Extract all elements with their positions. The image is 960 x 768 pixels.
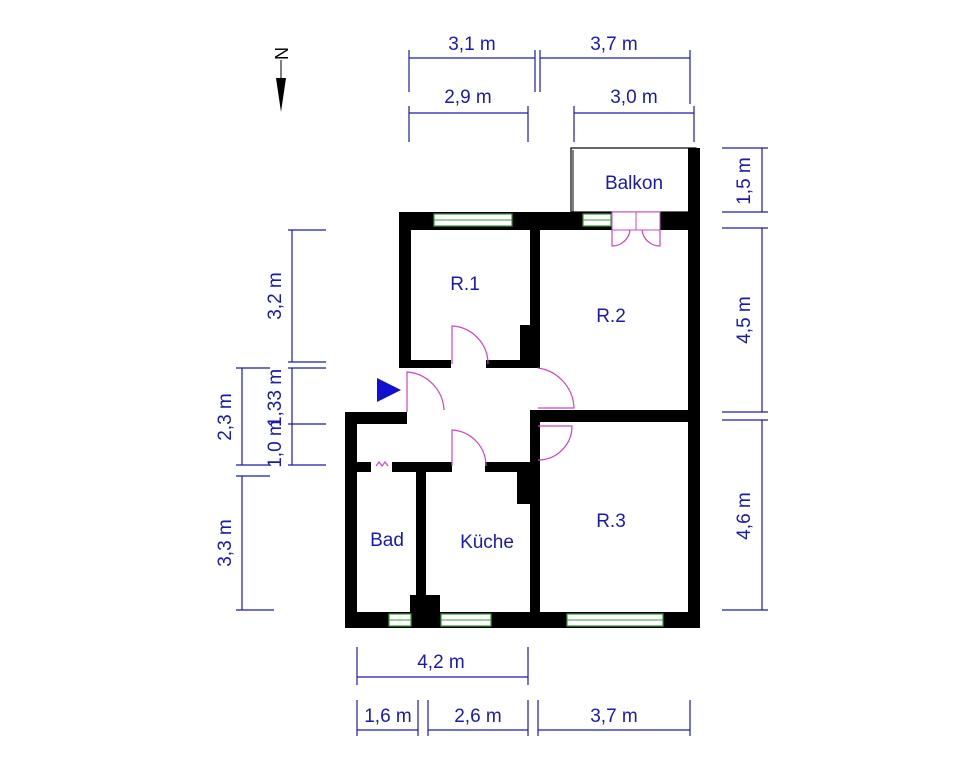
room-label-bad: Bad [370,530,404,551]
dim-bottom-1-6: 1,6 m [364,706,412,727]
dim-left-3-2: 3,2 m [265,272,286,320]
dim-top-3-0: 3,0 m [610,87,658,108]
room-label-balkon: Balkon [605,173,663,194]
room-label-r3: R.3 [596,511,626,532]
dim-left-3-3: 3,3 m [215,519,236,567]
dim-left-1-33: 1,33 m [265,369,286,427]
door-r1 [451,325,489,365]
dim-left-1-0: 1,0 m [265,420,286,468]
door-r3 [537,425,573,461]
dim-bottom-2-6: 2,6 m [454,706,502,727]
door-kueche [451,429,487,467]
entrance-arrow-icon [377,378,401,402]
dim-top-3-1: 3,1 m [448,34,496,55]
dim-top-3-7: 3,7 m [590,34,638,55]
north-label: N [271,47,291,60]
dim-bottom-4-2: 4,2 m [417,652,465,673]
door-entrance [406,371,445,412]
windows [388,213,664,627]
dimension-lines [236,50,768,736]
dim-bottom-3-7: 3,7 m [590,706,638,727]
dim-right-1-5: 1,5 m [734,157,755,205]
room-label-kueche: Küche [460,532,514,553]
room-label-r1: R.1 [450,274,480,295]
dim-left-2-3: 2,3 m [215,393,236,441]
dim-top-2-9: 2,9 m [444,87,492,108]
dim-right-4-5: 4,5 m [734,296,755,344]
north-arrow-icon: N [271,47,291,112]
dim-right-4-6: 4,6 m [734,492,755,540]
door-r2 [537,367,575,409]
doors [375,211,661,467]
door-bad [375,461,389,467]
room-label-r2: R.2 [596,306,626,327]
